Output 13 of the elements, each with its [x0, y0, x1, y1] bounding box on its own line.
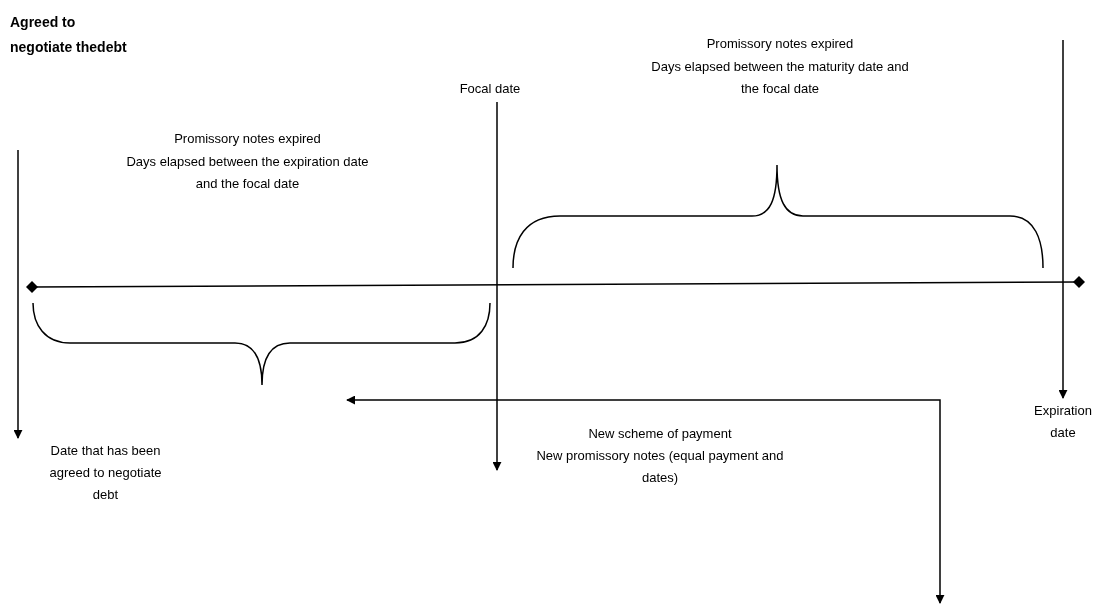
- annotation-text: New promissory notes (equal payment and dates): [535, 447, 785, 487]
- heading: Agreed to negotiate thedebt: [10, 13, 128, 57]
- arrow: [1058, 39, 1068, 399]
- arrow: [492, 101, 502, 471]
- annotation-heading: New scheme of payment: [587, 425, 733, 443]
- annotation-heading: Promissory notes expired: [705, 35, 855, 53]
- date-label: Expiration date: [1023, 400, 1103, 444]
- arrow: [13, 149, 23, 439]
- annotation-heading: Promissory notes expired: [173, 130, 322, 148]
- date-label: Date that has been agreed to negotiate debt: [43, 440, 168, 506]
- annotation-text: Days elapsed between the expiration date and the focal date: [125, 153, 370, 193]
- annotation-text: Days elapsed between the maturity date and the focal date: [650, 58, 910, 98]
- date-label: Focal date: [445, 78, 535, 100]
